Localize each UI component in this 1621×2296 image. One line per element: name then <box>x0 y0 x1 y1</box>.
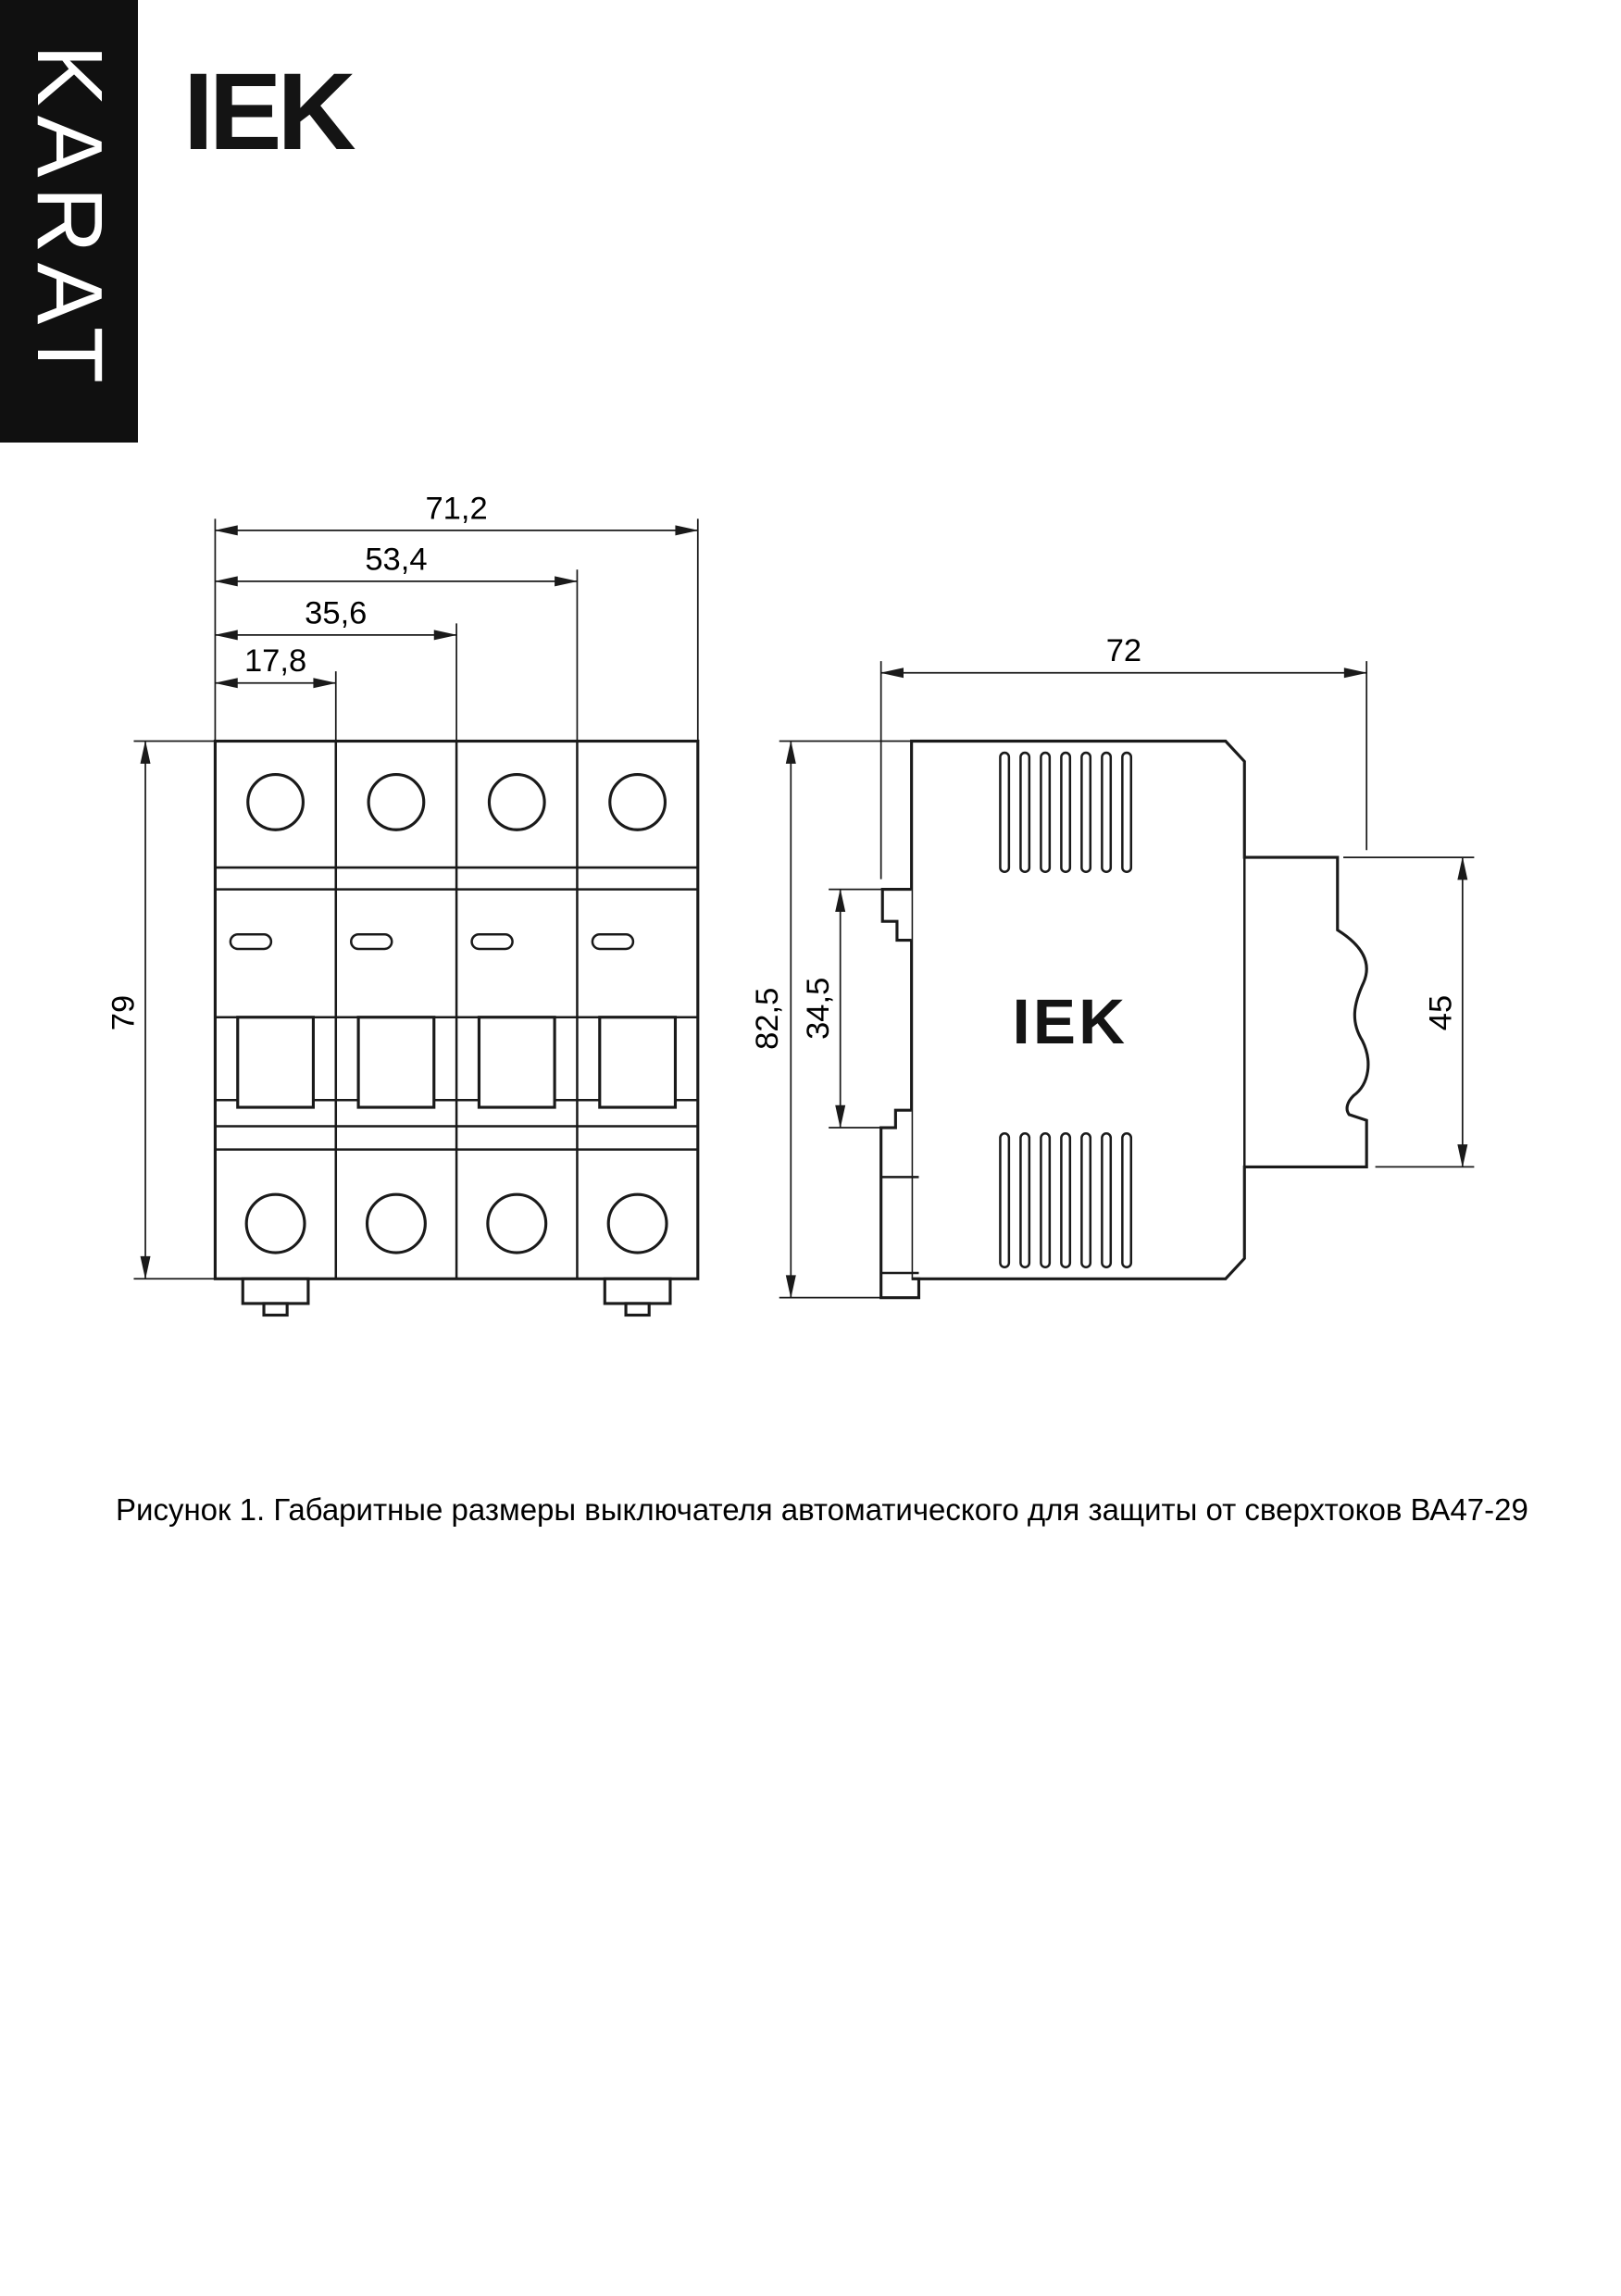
dim-label-rail-window: 34,5 <box>801 978 836 1040</box>
breaker-side-body <box>910 739 1370 1280</box>
terminal-screw <box>606 1192 668 1254</box>
dim-label-height: 79 <box>106 995 141 1030</box>
dim-label-width-total: 71,2 <box>425 491 487 526</box>
karat-banner-text: KARAT <box>18 44 121 393</box>
toggle-handle <box>236 1016 315 1109</box>
karat-banner: KARAT <box>0 0 138 443</box>
din-claw-top <box>880 888 912 942</box>
dim-label-width-1: 17,8 <box>244 643 306 679</box>
marking-window <box>229 933 273 951</box>
toggle-handle <box>356 1016 436 1109</box>
marking-window <box>591 933 635 951</box>
terminal-screw <box>246 773 305 831</box>
din-clip-tab <box>624 1302 651 1317</box>
din-clip-tab <box>262 1302 289 1317</box>
terminal-screw <box>244 1192 306 1254</box>
marking-window <box>470 933 514 951</box>
din-clip <box>603 1277 672 1305</box>
figure-caption: Рисунок 1. Габаритные размеры выключател… <box>116 1492 1528 1527</box>
toggle-handle <box>598 1016 678 1109</box>
side-view-dimensions: 72 82,5 34,5 45 <box>750 633 1475 1299</box>
terminal-screw <box>608 773 667 831</box>
vent-slots-top <box>999 751 1133 874</box>
side-view: IEK <box>879 739 1370 1300</box>
dim-label-width-3: 53,4 <box>365 542 427 577</box>
dim-label-width-2: 35,6 <box>305 595 367 630</box>
toggle-handle <box>477 1016 556 1109</box>
din-clip <box>241 1277 310 1305</box>
terminal-screw <box>486 1192 548 1254</box>
din-claw-bottom <box>879 1108 921 1300</box>
terminal-screw <box>367 773 426 831</box>
device-iek-logo: IEK <box>1013 985 1128 1057</box>
iek-logo: IEK <box>183 51 356 173</box>
marking-window <box>349 933 393 951</box>
dim-label-height-total: 82,5 <box>750 988 785 1050</box>
vent-slots-bottom <box>999 1132 1133 1268</box>
terminal-screw <box>487 773 546 831</box>
front-view-dimensions: 71,2 53,4 35,6 17,8 79 <box>106 491 699 1280</box>
front-view <box>213 739 700 1317</box>
terminal-screw <box>365 1192 427 1254</box>
dim-label-depth: 72 <box>1106 633 1141 668</box>
dim-label-front-height: 45 <box>1423 995 1458 1030</box>
